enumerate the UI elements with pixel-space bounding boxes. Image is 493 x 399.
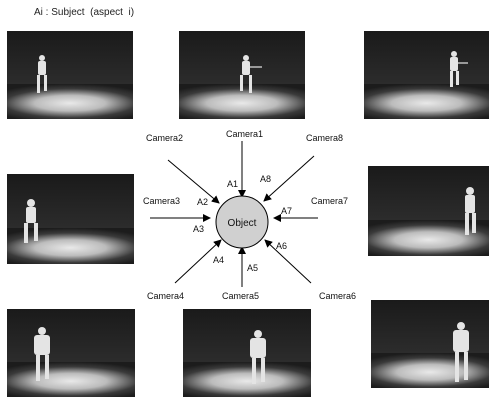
camera6-photo (371, 300, 489, 388)
camera3-label: Camera3 (143, 196, 180, 206)
camera7-label: Camera7 (311, 196, 348, 206)
dancer-figure (37, 55, 47, 93)
camera8-label: Camera8 (306, 133, 343, 143)
angle-a8-label: A8 (260, 174, 271, 184)
angle-a2-label: A2 (197, 197, 208, 207)
dancer-figure (24, 199, 38, 243)
angle-a7-label: A7 (281, 206, 292, 216)
object-label: Object (228, 218, 257, 229)
angle-a6-label: A6 (276, 241, 287, 251)
object-circle (215, 195, 269, 249)
camera1-label: Camera1 (226, 129, 263, 139)
camera2-arrow (167, 159, 220, 204)
camera2-photo (7, 31, 133, 119)
angle-a3-label: A3 (193, 224, 204, 234)
dancer-figure (34, 327, 50, 381)
camera8-photo (364, 31, 489, 119)
camera1-photo (179, 31, 305, 119)
figure-caption: Ai : Subject (aspect i) (34, 7, 135, 18)
camera6-arrow (264, 239, 312, 284)
camera4-label: Camera4 (147, 291, 184, 301)
dancer-figure (250, 330, 266, 384)
dancer-figure (465, 187, 476, 235)
dancer-figure (450, 51, 468, 87)
camera8-arrow (263, 155, 315, 202)
camera2-label: Camera2 (146, 133, 183, 143)
camera5-label: Camera5 (222, 291, 259, 301)
angle-a5-label: A5 (247, 263, 258, 273)
camera4-photo (7, 309, 135, 397)
camera4-arrow (174, 239, 222, 284)
camera6-label: Camera6 (319, 291, 356, 301)
angle-a1-label: A1 (227, 179, 238, 189)
camera7-photo (368, 166, 489, 256)
dancer-figure (240, 55, 262, 93)
angle-a4-label: A4 (213, 255, 224, 265)
camera5-photo (183, 309, 311, 397)
dancer-figure (453, 322, 469, 382)
